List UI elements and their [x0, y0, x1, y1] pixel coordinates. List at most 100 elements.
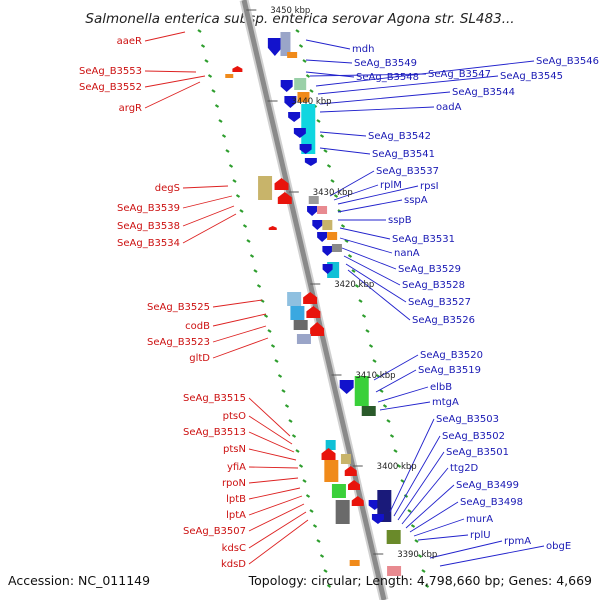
gene-label-seag_b3515: SeAg_B3515 — [183, 393, 246, 404]
track-dot — [400, 479, 405, 483]
track-dot — [298, 44, 304, 48]
gene-label-lptb: lptB — [226, 494, 246, 505]
leader-line — [144, 81, 201, 109]
gene-label-gltd: gltD — [189, 353, 210, 364]
leader-line — [393, 435, 441, 517]
track-dot — [267, 329, 272, 333]
forward-gene-arrow — [284, 96, 297, 108]
gene-label-argr: argR — [119, 103, 142, 114]
gene-label-rplu: rplU — [470, 530, 491, 541]
leader-line — [347, 269, 411, 321]
track-dot — [358, 299, 363, 303]
gene-block — [340, 454, 351, 464]
gene-label-seag_b3528: SeAg_B3528 — [402, 280, 465, 291]
leader-line — [405, 484, 455, 529]
gene-label-seag_b3527: SeAg_B3527 — [408, 297, 471, 308]
leader-line — [182, 205, 235, 227]
gene-label-sspb: sspB — [388, 215, 412, 226]
gene-block — [293, 320, 308, 330]
gene-label-seag_b3552: SeAg_B3552 — [79, 82, 142, 93]
tick-label: 3400 kbp — [377, 462, 417, 472]
forward-gene-arrow — [307, 206, 318, 216]
reverse-gene-arrow — [310, 322, 325, 336]
track-dot — [225, 149, 230, 153]
gene-block — [349, 560, 360, 566]
gene-block — [287, 52, 298, 58]
gene-label-seag_b3547: SeAg_B3547 — [428, 69, 491, 80]
gene-label-sspa: sspA — [404, 195, 428, 206]
forward-gene-arrow — [267, 38, 282, 56]
gene-label-seag_b3498: SeAg_B3498 — [460, 497, 523, 508]
gene-block — [361, 406, 376, 416]
track-dot — [330, 179, 335, 183]
gene-label-seag_b3534: SeAg_B3534 — [117, 238, 180, 249]
track-dot — [263, 314, 269, 318]
track-dot — [298, 464, 304, 468]
gene-block — [317, 206, 328, 214]
leader-line — [379, 401, 431, 411]
track-dot — [305, 74, 311, 78]
gene-block — [354, 376, 369, 406]
track-dot — [319, 134, 325, 138]
summary-text: Topology: circular; Length: 4,798,660 bp… — [248, 573, 592, 588]
leader-line — [319, 131, 367, 137]
track-dot — [421, 569, 426, 573]
leader-line — [319, 91, 451, 105]
track-dot — [368, 344, 374, 348]
gene-block — [287, 292, 302, 306]
leader-line — [329, 170, 375, 197]
label-leader-lines — [144, 31, 545, 567]
track-dot — [274, 359, 279, 363]
leader-line — [212, 337, 269, 359]
leader-line — [212, 299, 263, 308]
forward-gene-arrow — [322, 264, 333, 274]
reverse-gene-arrow — [351, 496, 364, 506]
gene-label-seag_b3539: SeAg_B3539 — [117, 203, 180, 214]
track-dot — [410, 524, 416, 528]
gene-label-elbb: elbB — [430, 382, 452, 393]
gene-block — [325, 440, 336, 450]
track-dot — [232, 179, 237, 183]
reverse-gene-arrow — [344, 466, 357, 476]
track-dot — [214, 104, 220, 108]
gene-label-yfia: yfiA — [227, 462, 246, 473]
leader-line — [319, 106, 435, 113]
gene-label-seag_b3545: SeAg_B3545 — [500, 71, 563, 82]
gene-block — [324, 460, 339, 482]
reverse-gene-arrow — [268, 226, 277, 230]
track-dot — [323, 569, 328, 573]
gene-label-seag_b3541: SeAg_B3541 — [372, 149, 435, 160]
gene-features — [225, 32, 402, 576]
forward-gene-arrow — [317, 232, 328, 242]
gene-block — [301, 104, 316, 154]
reverse-gene-arrow — [306, 306, 321, 318]
gene-block — [386, 530, 401, 544]
leader-line — [144, 70, 197, 73]
track-dot — [326, 584, 332, 588]
leader-line — [417, 534, 469, 541]
reverse-gene-arrow — [232, 66, 243, 72]
track-dot — [407, 509, 412, 513]
gene-block — [327, 232, 338, 240]
gene-label-seag_b3523: SeAg_B3523 — [147, 337, 210, 348]
leader-line — [182, 195, 233, 209]
leader-line — [373, 354, 419, 381]
gene-label-ptsn: ptsN — [223, 444, 246, 455]
leader-line — [248, 448, 297, 461]
gene-block — [290, 306, 305, 320]
track-dot — [323, 149, 328, 153]
gene-label-kdsc: kdsC — [222, 543, 246, 554]
track-dot — [197, 29, 202, 33]
leader-line — [248, 466, 299, 469]
leader-line — [305, 39, 351, 50]
leader-line — [248, 519, 309, 565]
leader-line — [339, 227, 391, 240]
forward-gene-arrow — [304, 158, 317, 166]
leader-line — [248, 415, 293, 445]
track-dot — [312, 524, 318, 528]
leader-line — [212, 325, 267, 343]
track-dot — [393, 449, 398, 453]
track-dot — [218, 119, 223, 123]
gene-block — [296, 334, 311, 344]
